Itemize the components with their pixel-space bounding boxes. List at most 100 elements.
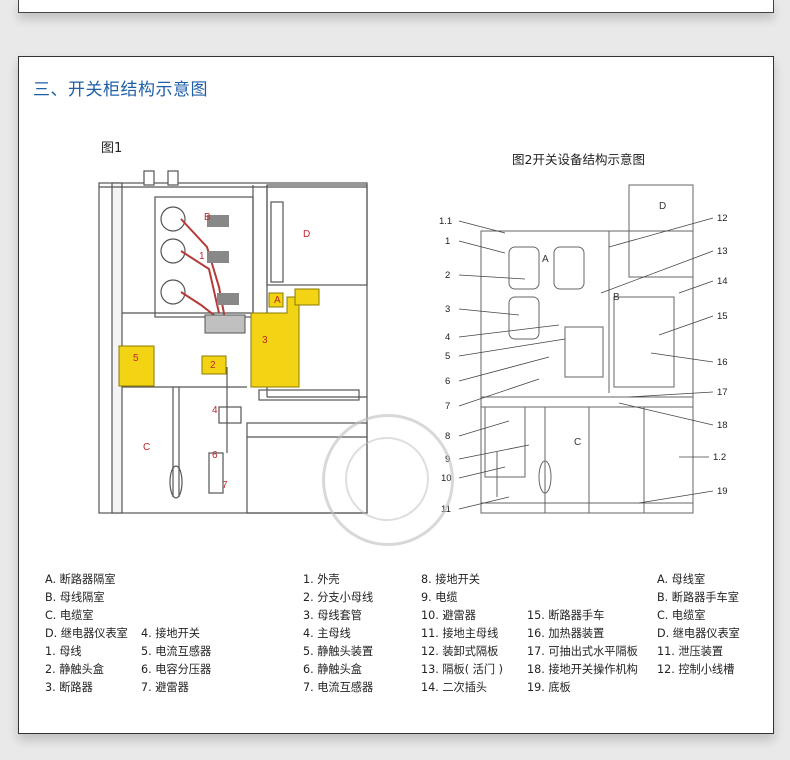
legend-item: 6. 电容分压器 bbox=[141, 663, 212, 676]
legend-item: 17. 可抽出式水平隔板 bbox=[527, 645, 638, 658]
fig1-label-b: B bbox=[204, 212, 211, 223]
legend-item: 11. 泄压装置 bbox=[657, 645, 724, 658]
fig2-right-label: 17 bbox=[717, 387, 728, 398]
fig1-label-1: 1 bbox=[199, 251, 205, 262]
legend-item: 8. 接地开关 bbox=[421, 573, 480, 586]
fig1-label-d: D bbox=[303, 229, 310, 240]
section-title: 三、开关柜结构示意图 bbox=[33, 80, 208, 100]
legend-item: C. 电缆室 bbox=[657, 609, 706, 622]
legend-col-2: 4. 接地开关 5. 电流互感器 6. 电容分压器 7. 避雷器 bbox=[141, 571, 211, 697]
watermark-inner-ring bbox=[345, 437, 429, 521]
legend-item: B. 断路器手车室 bbox=[657, 591, 739, 604]
content-card: 三、开关柜结构示意图 图1 图2开关设备结构示意图 bbox=[18, 56, 774, 734]
legend-item: 10. 避雷器 bbox=[421, 609, 476, 622]
fig2-label-a: A bbox=[542, 254, 549, 265]
legend-item: 13. 隔板( 活门 ) bbox=[421, 663, 503, 676]
fig2-left-label: 5 bbox=[445, 351, 450, 362]
fig2-compartment-d bbox=[628, 184, 694, 278]
fig2-right-label: 19 bbox=[717, 486, 728, 497]
legend-item: 15. 断路器手车 bbox=[527, 609, 605, 622]
legend-col-4: 8. 接地开关 9. 电缆 10. 避雷器 11. 接地主母线 12. 装卸式隔… bbox=[421, 571, 503, 697]
fig1-diagram: B 1 D A 3 5 2 4 C 6 7 bbox=[98, 170, 368, 514]
legend-item: 7. 避雷器 bbox=[141, 681, 189, 694]
legend-col-5: 15. 断路器手车 16. 加热器装置 17. 可抽出式水平隔板 18. 接地开… bbox=[527, 571, 638, 697]
legend-item: 6. 静触头盒 bbox=[303, 663, 362, 676]
fig1-item-a bbox=[268, 292, 284, 308]
fig1-label-5: 5 bbox=[133, 353, 139, 364]
legend-item: 11. 接地主母线 bbox=[421, 627, 499, 640]
fig1-bushing bbox=[217, 293, 239, 305]
fig2-left-label: 1 bbox=[445, 236, 450, 247]
fig2-left-label: 6 bbox=[445, 376, 450, 387]
legend-item: 16. 加热器装置 bbox=[527, 627, 605, 640]
legend-item: 7. 电流互感器 bbox=[303, 681, 374, 694]
fig2-left-label: 4 bbox=[445, 332, 450, 343]
legend-item: 2. 分支小母线 bbox=[303, 591, 374, 604]
legend-item: 12. 控制小线槽 bbox=[657, 663, 735, 676]
fig2-left-label: 2 bbox=[445, 270, 450, 281]
fig1-compartment-d bbox=[266, 184, 368, 286]
legend-item: 1. 母线 bbox=[45, 645, 82, 658]
fig2-right-label: 13 bbox=[717, 246, 728, 257]
legend-item: 4. 接地开关 bbox=[141, 627, 200, 640]
fig2-right-label: 1.2 bbox=[713, 452, 726, 463]
fig1-bushing bbox=[207, 215, 229, 227]
legend-item bbox=[141, 589, 211, 607]
fig2-cabinet-outline bbox=[480, 230, 694, 514]
fig1-label-a: A bbox=[274, 295, 281, 306]
watermark-seal bbox=[322, 414, 454, 546]
legend-item: 5. 静触头装置 bbox=[303, 645, 374, 658]
legend-item: 19. 底板 bbox=[527, 681, 571, 694]
fig1-label-6: 6 bbox=[212, 450, 218, 461]
legend-item bbox=[527, 571, 638, 589]
fig2-right-label: 16 bbox=[717, 357, 728, 368]
legend-item: 3. 母线套管 bbox=[303, 609, 362, 622]
legend-item: 4. 主母线 bbox=[303, 627, 351, 640]
fig1-label-3: 3 bbox=[262, 335, 268, 346]
fig2-label-d: D bbox=[659, 201, 666, 212]
fig2-left-label: 7 bbox=[445, 401, 450, 412]
legend-item: D. 继电器仪表室 bbox=[45, 627, 128, 640]
legend-item: 3. 断路器 bbox=[45, 681, 93, 694]
legend-item: 14. 二次插头 bbox=[421, 681, 488, 694]
legend-item: 9. 电缆 bbox=[421, 591, 458, 604]
legend-item: D. 继电器仪表室 bbox=[657, 627, 740, 640]
legend-item: A. 母线室 bbox=[657, 573, 706, 586]
legend-item bbox=[141, 607, 211, 625]
legend-item bbox=[657, 679, 740, 697]
top-card-edge bbox=[18, 0, 774, 13]
legend-col-6: A. 母线室 B. 断路器手车室 C. 电缆室 D. 继电器仪表室 11. 泄压… bbox=[657, 571, 740, 697]
legend-item bbox=[527, 589, 638, 607]
fig2-title: 图2开关设备结构示意图 bbox=[512, 152, 645, 167]
legend-item: A. 断路器隔室 bbox=[45, 573, 116, 586]
fig1-label-4: 4 bbox=[212, 405, 218, 416]
legend-item: 5. 电流互感器 bbox=[141, 645, 212, 658]
fig1-title: 图1 bbox=[101, 141, 123, 156]
fig2-label-c: C bbox=[574, 437, 581, 448]
legend-item bbox=[141, 571, 211, 589]
fig1-compartment-b bbox=[154, 196, 254, 318]
fig1-label-c: C bbox=[143, 442, 150, 453]
fig2-left-label: 8 bbox=[445, 431, 450, 442]
legend-item: 1. 外壳 bbox=[303, 573, 340, 586]
fig1-item-2 bbox=[201, 355, 227, 375]
legend-item: B. 母线隔室 bbox=[45, 591, 105, 604]
fig2-left-label: 1.1 bbox=[439, 216, 452, 227]
legend-item: 18. 接地开关操作机构 bbox=[527, 663, 638, 676]
fig2-right-label: 12 bbox=[717, 213, 728, 224]
legend-item: 12. 装卸式隔板 bbox=[421, 645, 499, 658]
fig1-cabinet-outline bbox=[98, 182, 368, 514]
legend-col-1: A. 断路器隔室 B. 母线隔室 C. 电缆室 D. 继电器仪表室 1. 母线 … bbox=[45, 571, 128, 697]
fig2-left-label: 3 bbox=[445, 304, 450, 315]
fig1-label-7: 7 bbox=[222, 480, 228, 491]
fig2-label-b: B bbox=[613, 292, 620, 303]
legend-item: C. 电缆室 bbox=[45, 609, 94, 622]
fig1-item-5 bbox=[118, 345, 155, 387]
fig2-right-label: 14 bbox=[717, 276, 728, 287]
fig2-right-label: 18 bbox=[717, 420, 728, 431]
legend-col-3: 1. 外壳 2. 分支小母线 3. 母线套管 4. 主母线 5. 静触头装置 6… bbox=[303, 571, 373, 697]
fig1-label-2: 2 bbox=[210, 360, 216, 371]
legend-item: 2. 静触头盒 bbox=[45, 663, 104, 676]
fig1-bushing bbox=[207, 251, 229, 263]
fig2-right-label: 15 bbox=[717, 311, 728, 322]
